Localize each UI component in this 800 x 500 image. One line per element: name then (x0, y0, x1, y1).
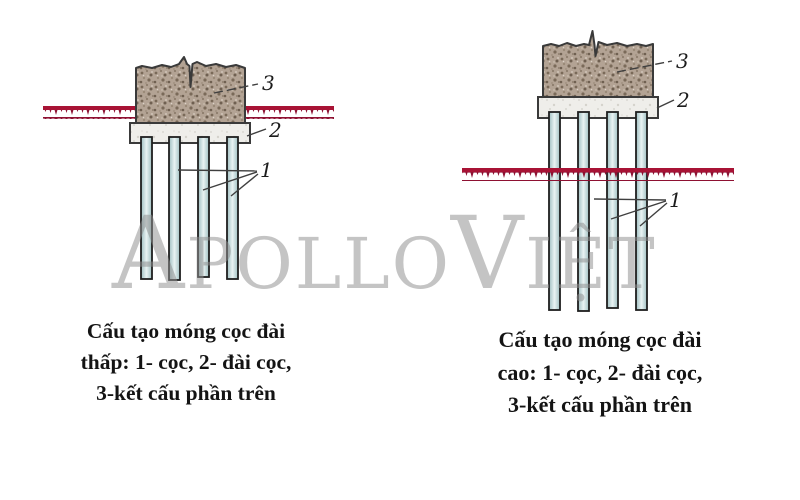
pile (548, 111, 561, 311)
pile (606, 111, 619, 309)
leader-pile (610, 200, 667, 220)
piles (140, 136, 239, 281)
caption-line: 3-kết cấu phần trên (508, 392, 692, 417)
leader-superstructure (213, 83, 259, 94)
superstructure-block (542, 30, 654, 98)
leader-lines (593, 60, 675, 227)
leader-lines (177, 83, 267, 197)
label-pile: 1 (669, 188, 682, 212)
leader-pile-cap (246, 128, 267, 137)
soil-hatch (462, 172, 734, 181)
leader-pile (639, 202, 668, 227)
label-superstructure: 3 (676, 49, 689, 73)
leader-pile (202, 171, 258, 191)
piles (548, 111, 648, 312)
caption-low-pile-cap: Cấu tạo móng cọc đài thấp: 1- cọc, 2- đà… (26, 316, 346, 409)
leader-pile-cap (656, 99, 675, 109)
superstructure-block (135, 56, 246, 124)
leader-superstructure (616, 60, 673, 73)
pile (226, 136, 239, 280)
leader-pile (593, 198, 667, 201)
caption-line: cao: 1- cọc, 2- đài cọc, (497, 359, 703, 385)
label-pile-cap: 2 (268, 118, 282, 142)
diagram-canvas: 3 2 1 3 2 1 (43, 30, 734, 312)
pile-cap (129, 122, 251, 144)
caption-line: 3-kết cấu phần trên (96, 381, 276, 405)
label-superstructure: 3 (262, 71, 275, 95)
leader-pile (230, 173, 259, 197)
pile (197, 136, 210, 278)
caption-line: Cấu tạo móng cọc đài (498, 327, 702, 352)
low-pile-cap-diagram: 3 2 1 (43, 56, 334, 281)
pile (577, 111, 590, 312)
caption-line: thấp: 1- cọc, 2- đài cọc, (80, 350, 292, 374)
caption-high-pile-cap: Cấu tạo móng cọc đài cao: 1- cọc, 2- đài… (440, 324, 760, 422)
label-pile-cap: 2 (676, 88, 690, 112)
caption-line: Cấu tạo móng cọc đài (86, 319, 286, 343)
pile (140, 136, 153, 280)
pile (168, 136, 181, 281)
high-pile-cap-diagram: 3 2 1 (462, 30, 734, 312)
label-pile: 1 (260, 158, 273, 182)
leader-pile (177, 169, 258, 172)
